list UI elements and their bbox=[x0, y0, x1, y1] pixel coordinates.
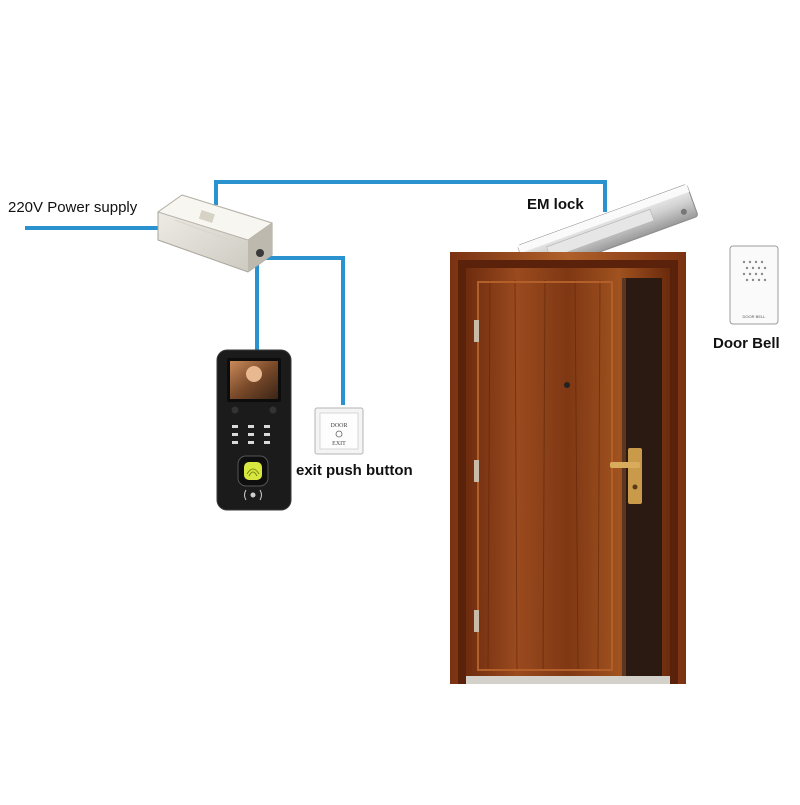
door-icon bbox=[450, 252, 686, 684]
access-terminal-icon bbox=[216, 349, 292, 511]
exit-button-icon: DOOR EXIT bbox=[314, 407, 364, 455]
psu-to-emlock-wire bbox=[214, 180, 607, 212]
door-bell-icon: DOOR BELL bbox=[729, 245, 779, 325]
rfid-icon bbox=[244, 489, 262, 501]
door-bell-plate-text: DOOR BELL bbox=[743, 314, 767, 319]
door-bell-label: Door Bell bbox=[713, 335, 780, 352]
wires bbox=[25, 180, 607, 405]
power-supply-label: 220V Power supply bbox=[8, 199, 138, 216]
fingerprint-icon bbox=[237, 455, 269, 487]
exit-button-bottom-text: EXIT bbox=[332, 441, 346, 447]
psu-to-exit-button-wire bbox=[262, 256, 345, 405]
power-supply-icon bbox=[156, 194, 274, 273]
exit-button-label: exit push button bbox=[296, 462, 413, 479]
exit-button-top-text: DOOR bbox=[330, 423, 347, 429]
em-lock-label: EM lock bbox=[527, 196, 584, 213]
